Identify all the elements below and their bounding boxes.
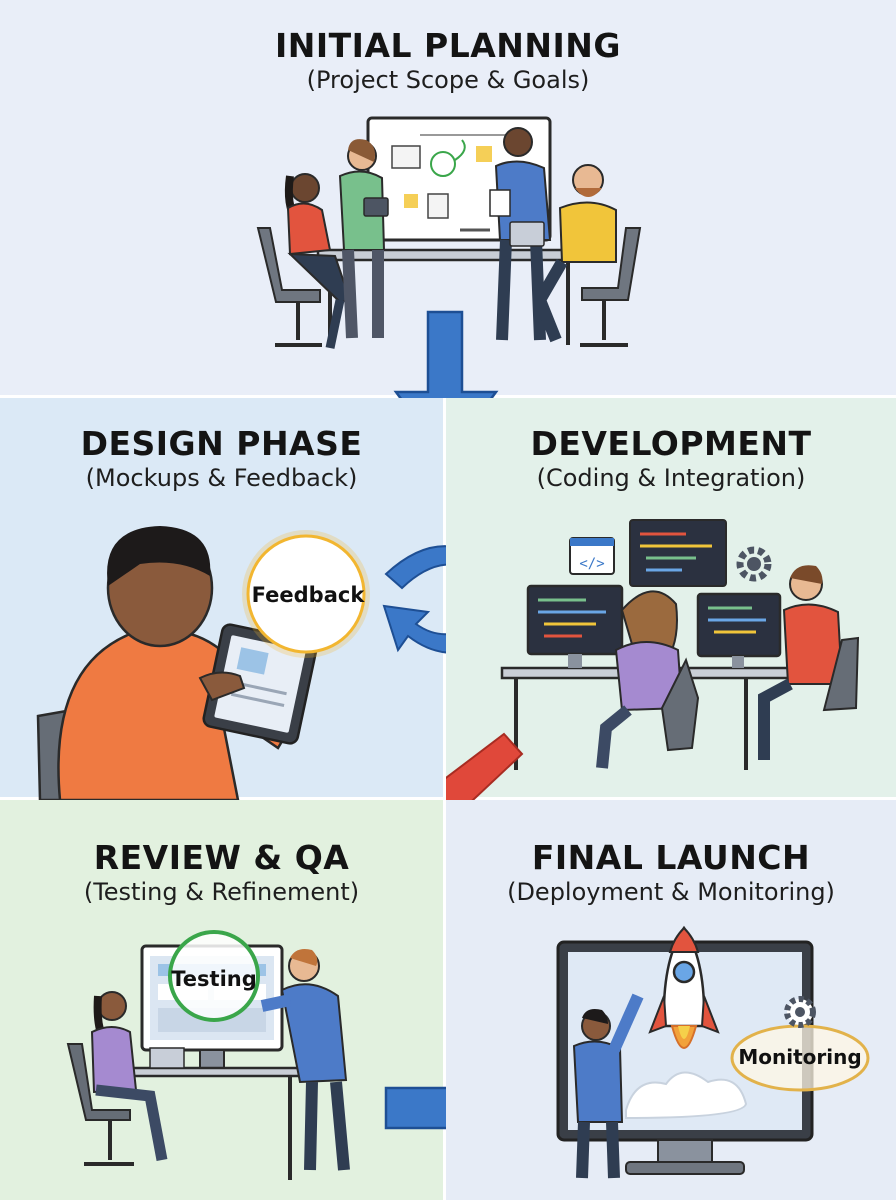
team-member-seated-yellow bbox=[509, 164, 617, 343]
team-member-standing-blue bbox=[489, 127, 552, 341]
monitoring-callout-label: Monitoring bbox=[738, 1045, 861, 1069]
team-member-seated-red bbox=[284, 173, 352, 349]
planning-subtitle: (Project Scope & Goals) bbox=[306, 66, 590, 94]
tablet-device bbox=[198, 623, 318, 745]
tester-seated-purple bbox=[90, 991, 185, 1162]
developer-purple bbox=[596, 590, 700, 769]
office-chair-left bbox=[256, 227, 322, 347]
launch-illustration: Monitoring bbox=[556, 925, 870, 1179]
reviewer-standing-blue bbox=[260, 949, 350, 1171]
review-title: REVIEW & QA bbox=[93, 838, 350, 877]
iteration-cycle-arrows-icon bbox=[382, 545, 446, 654]
code-tag-icon: </> bbox=[569, 537, 615, 575]
launch-title: FINAL LAUNCH bbox=[531, 838, 811, 877]
development-illustration: </> bbox=[446, 519, 860, 800]
review-subtitle: (Testing & Refinement) bbox=[83, 878, 360, 906]
design-title: DESIGN PHASE bbox=[80, 424, 363, 463]
office-chair-right bbox=[580, 227, 642, 347]
flow-arrow-diagonal bbox=[446, 732, 524, 800]
rocket-icon bbox=[648, 925, 720, 1049]
gear-icon bbox=[736, 546, 772, 582]
flow-arrow-right bbox=[384, 1086, 446, 1130]
review-panel: REVIEW & QA (Testing & Refinement) Testi… bbox=[0, 800, 446, 1200]
development-subtitle: (Coding & Integration) bbox=[536, 464, 806, 492]
developer-red bbox=[758, 565, 860, 760]
testing-callout-label: Testing bbox=[171, 967, 257, 991]
computer-monitor-left bbox=[526, 584, 624, 668]
design-panel: DESIGN PHASE (Mockups & Feedback) Feedba… bbox=[0, 398, 446, 800]
design-illustration: Feedback bbox=[36, 526, 446, 800]
office-chair bbox=[66, 1043, 134, 1166]
launch-panel: FINAL LAUNCH (Deployment & Monitoring) bbox=[446, 800, 896, 1200]
launch-smoke-cloud bbox=[625, 1071, 748, 1120]
launch-person-pointing bbox=[572, 993, 644, 1179]
planning-meeting-illustration bbox=[256, 116, 642, 398]
review-illustration: Testing bbox=[66, 930, 446, 1180]
feedback-callout bbox=[242, 530, 370, 658]
flow-arrow-down bbox=[393, 310, 499, 398]
floating-code-window bbox=[629, 519, 727, 587]
monitoring-callout bbox=[730, 996, 870, 1092]
svg-text:</>: </> bbox=[579, 556, 604, 572]
development-panel: DEVELOPMENT (Coding & Integration) </> bbox=[446, 398, 896, 800]
launch-subtitle: (Deployment & Monitoring) bbox=[507, 878, 835, 906]
computer-monitor-right bbox=[696, 592, 782, 668]
design-subtitle: (Mockups & Feedback) bbox=[85, 464, 358, 492]
gear-icon bbox=[784, 996, 816, 1028]
planning-panel: INITIAL PLANNING (Project Scope & Goals) bbox=[0, 0, 896, 398]
testing-callout bbox=[168, 930, 260, 1022]
planning-title: INITIAL PLANNING bbox=[275, 26, 621, 65]
development-title: DEVELOPMENT bbox=[530, 424, 812, 463]
team-member-standing-green bbox=[338, 139, 389, 339]
feedback-callout-label: Feedback bbox=[252, 583, 366, 607]
desk bbox=[118, 1066, 312, 1078]
